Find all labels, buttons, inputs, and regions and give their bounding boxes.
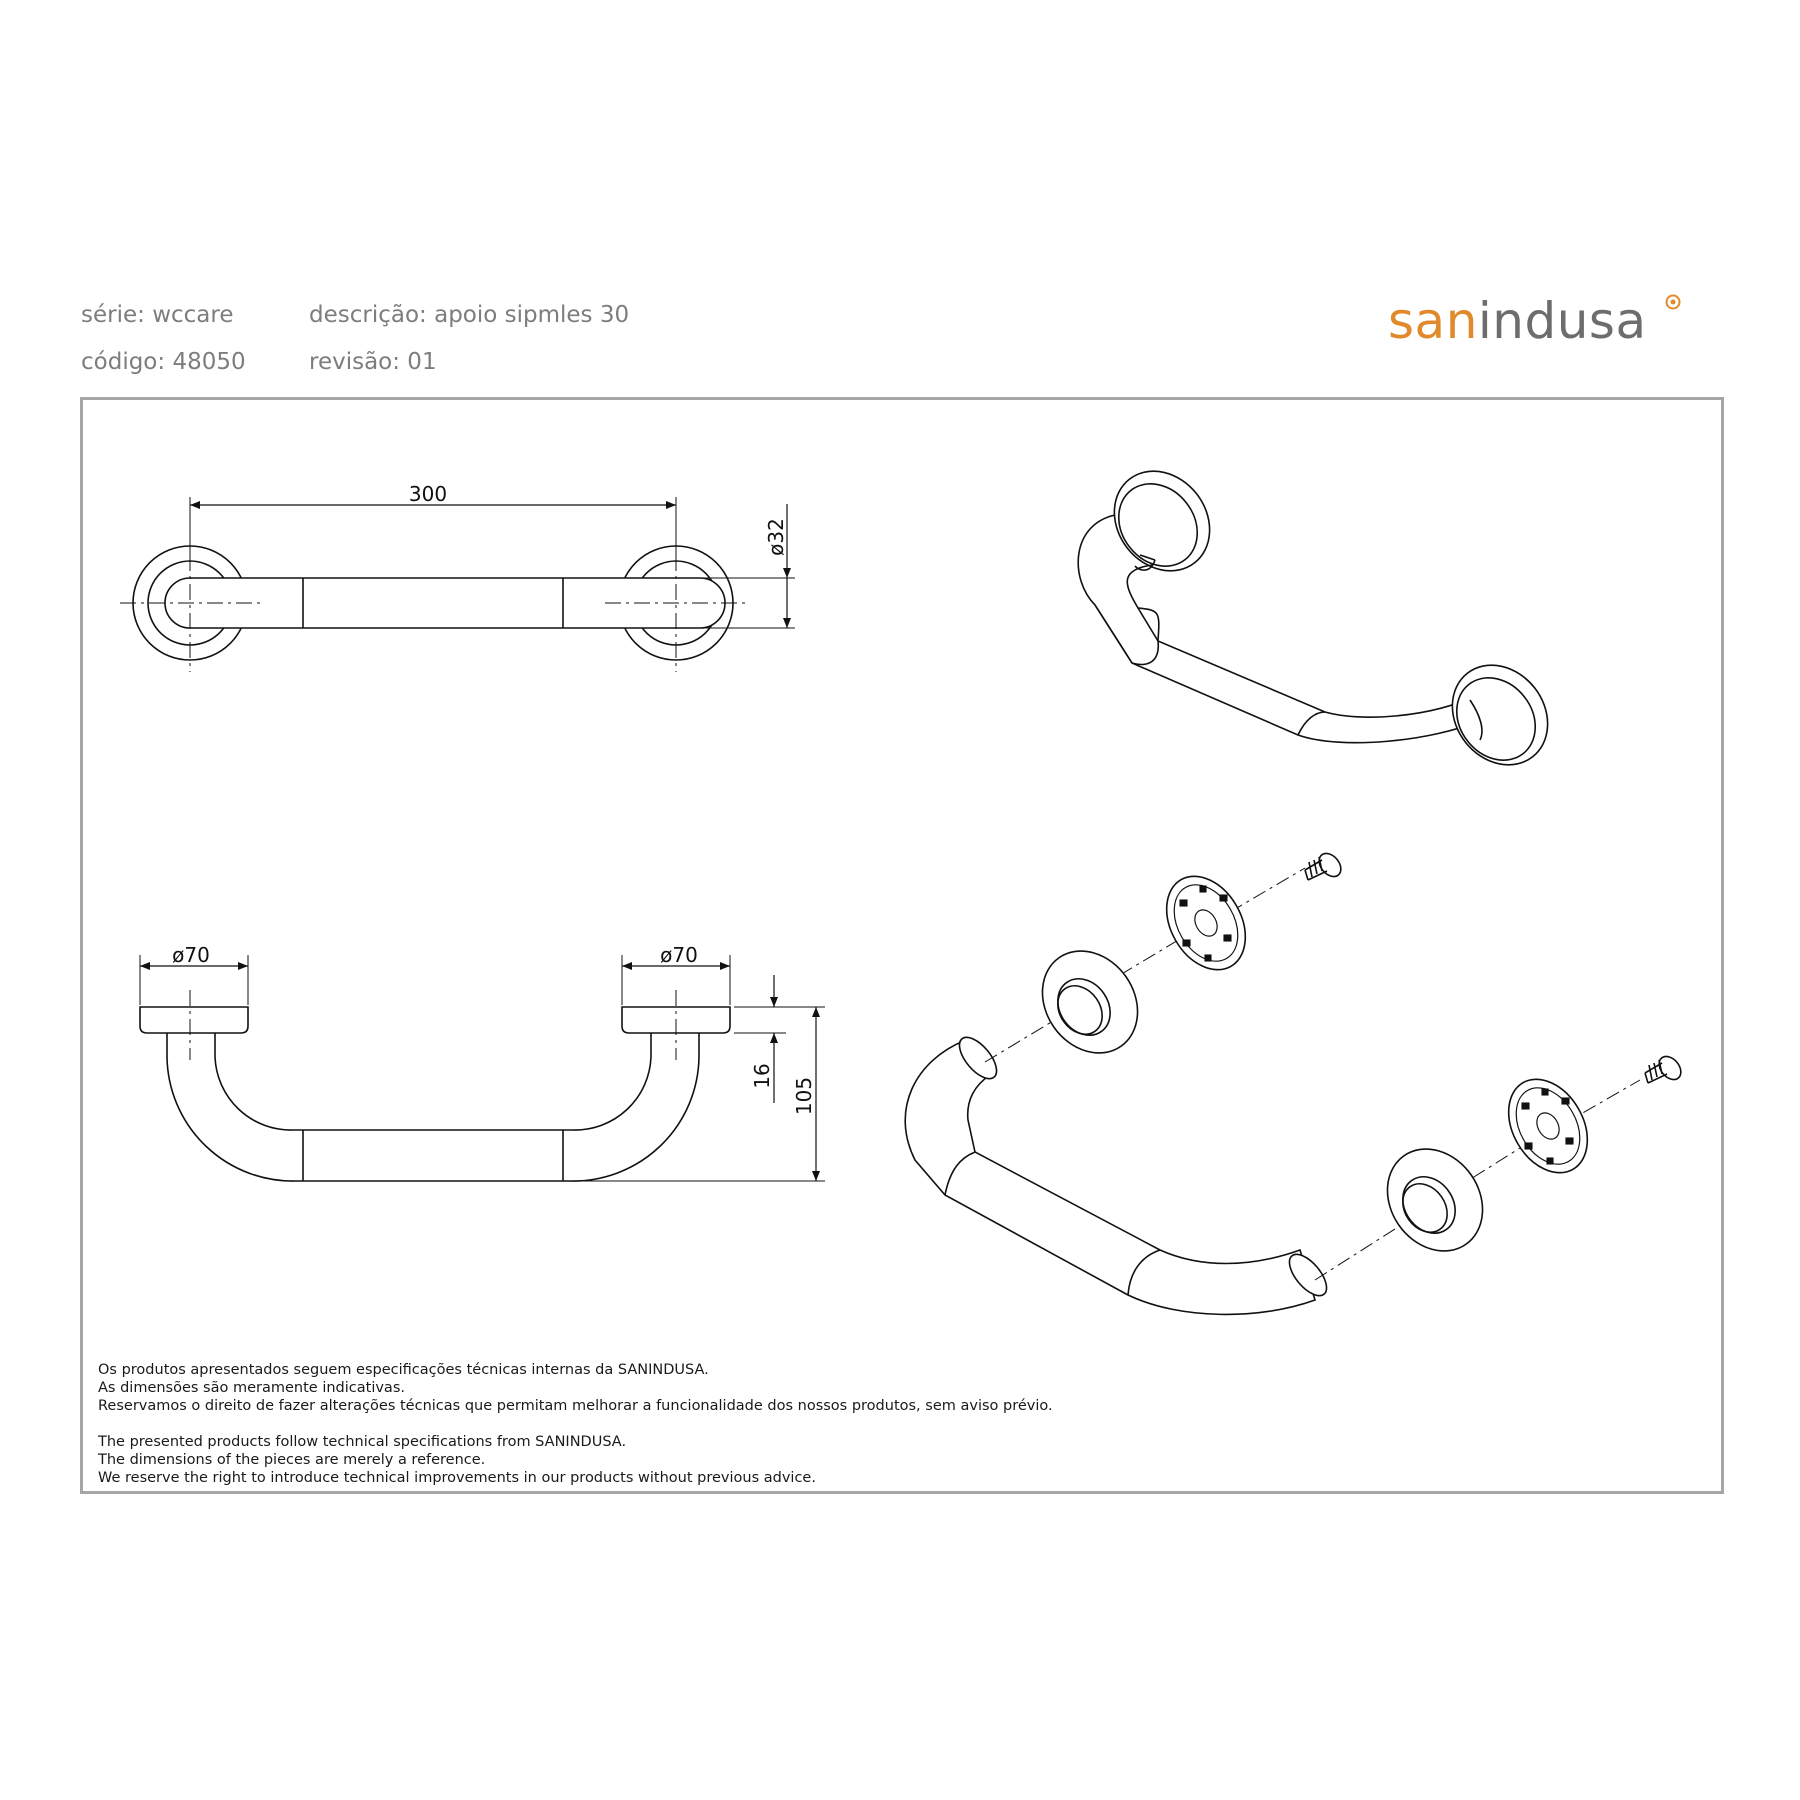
codigo-label: código: 48050 bbox=[81, 349, 246, 375]
drawing-frame bbox=[80, 397, 1724, 1494]
dim-tube-diameter: ø32 bbox=[764, 518, 788, 556]
note-en-2: The dimensions of the pieces are merely … bbox=[98, 1452, 486, 1468]
top-view bbox=[120, 497, 795, 672]
note-pt-1: Os produtos apresentados seguem especifi… bbox=[98, 1362, 709, 1378]
dim-flange-thickness: 16 bbox=[750, 1063, 774, 1088]
isometric-assembled-view bbox=[1077, 470, 1549, 766]
note-pt-2: As dimensões são meramente indicativas. bbox=[98, 1380, 405, 1396]
note-en-1: The presented products follow technical … bbox=[98, 1434, 627, 1450]
note-en-3: We reserve the right to introduce techni… bbox=[98, 1470, 816, 1486]
serie-label: série: wccare bbox=[81, 302, 234, 328]
dim-flange-diameter-left: ø70 bbox=[172, 943, 210, 967]
revisao-label: revisão: 01 bbox=[309, 349, 437, 375]
front-view bbox=[139, 955, 825, 1182]
sanindusa-logo: sanindusa bbox=[1388, 294, 1681, 346]
dim-flange-diameter-right: ø70 bbox=[660, 943, 698, 967]
logo-part-indusa: indusa bbox=[1477, 292, 1647, 350]
descricao-label: descrição: apoio sipmles 30 bbox=[309, 302, 630, 328]
dim-depth: 105 bbox=[792, 1077, 816, 1115]
dim-length: 300 bbox=[409, 482, 447, 506]
logo-part-san: san bbox=[1388, 292, 1478, 350]
note-pt-3: Reservamos o direito de fazer alterações… bbox=[98, 1398, 1053, 1414]
exploded-view bbox=[904, 852, 1682, 1316]
logo-mark-icon bbox=[1665, 294, 1681, 310]
